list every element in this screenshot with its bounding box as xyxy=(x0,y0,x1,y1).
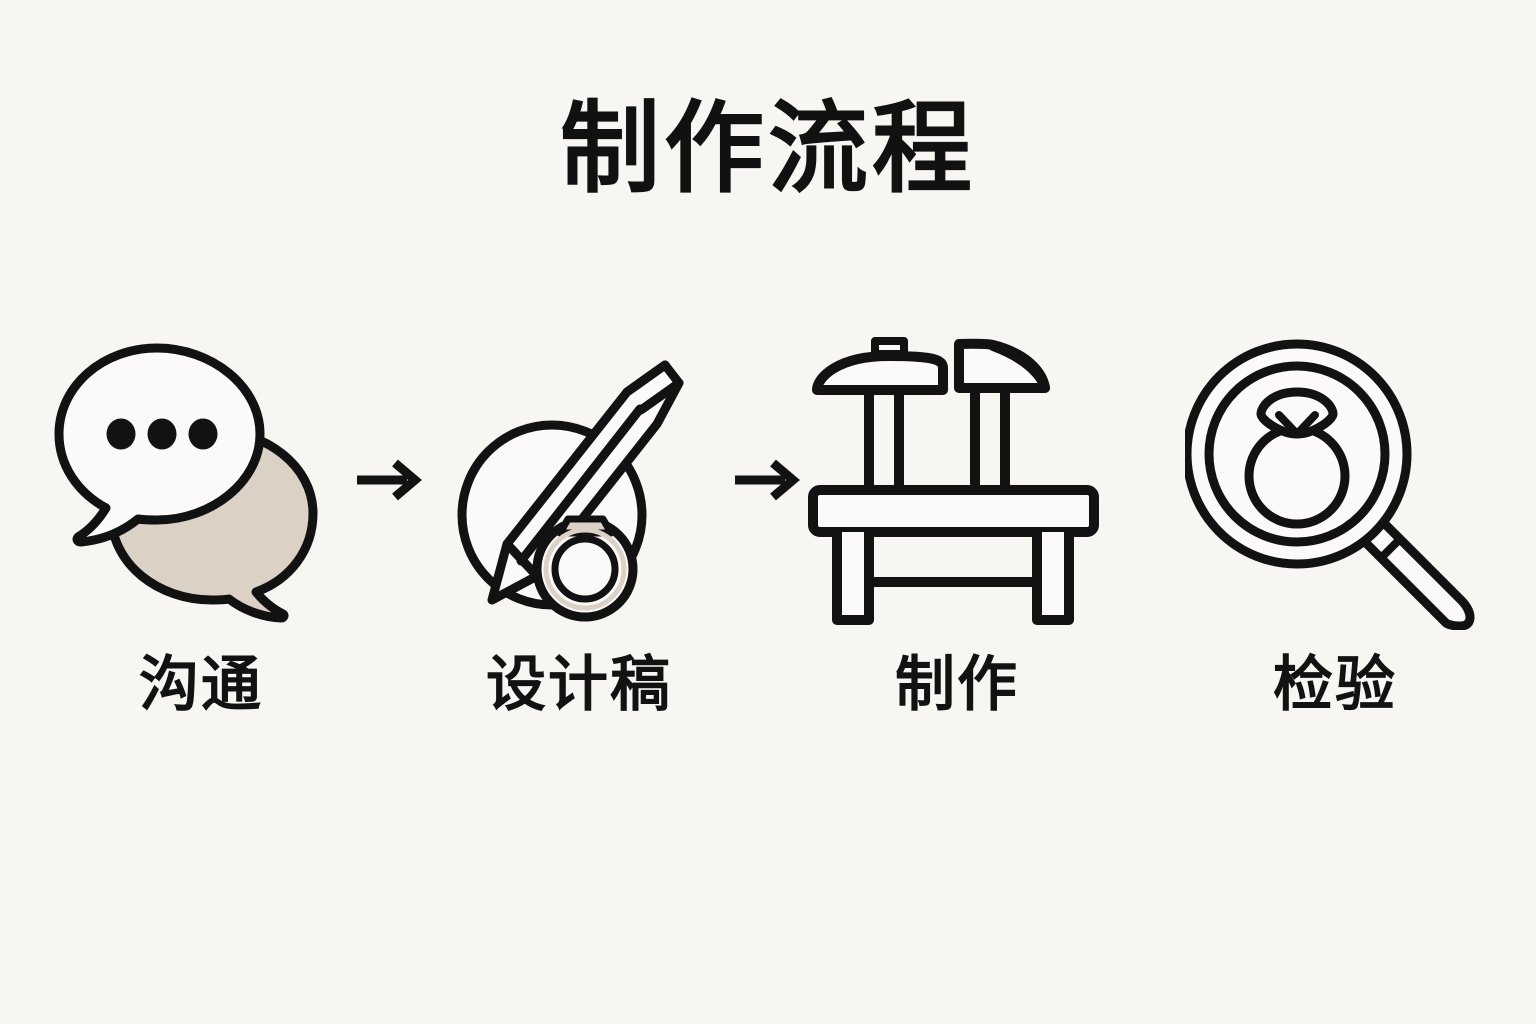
magnifier-ring-icon xyxy=(1185,330,1485,630)
process-step-2[interactable]: 设计稿 xyxy=(434,330,724,718)
process-step-4-label: 检验 xyxy=(1273,651,1397,718)
process-flow: 沟通 xyxy=(54,330,1475,750)
flow-arrow-2 xyxy=(724,330,812,630)
process-step-3-label: 制作 xyxy=(895,651,1019,718)
process-step-4[interactable]: 检验 xyxy=(1185,330,1480,718)
process-step-3[interactable]: 制作 xyxy=(808,330,1102,718)
process-step-1-label: 沟通 xyxy=(139,651,263,718)
pencil-sketch-ring-icon xyxy=(429,330,729,630)
flow-arrow-1 xyxy=(346,330,434,630)
speech-bubbles-icon xyxy=(51,330,351,630)
process-step-1[interactable]: 沟通 xyxy=(54,330,346,718)
process-step-2-label: 设计稿 xyxy=(486,651,672,718)
page-title: 制作流程 xyxy=(560,93,976,205)
workbench-hammers-icon xyxy=(807,330,1107,630)
